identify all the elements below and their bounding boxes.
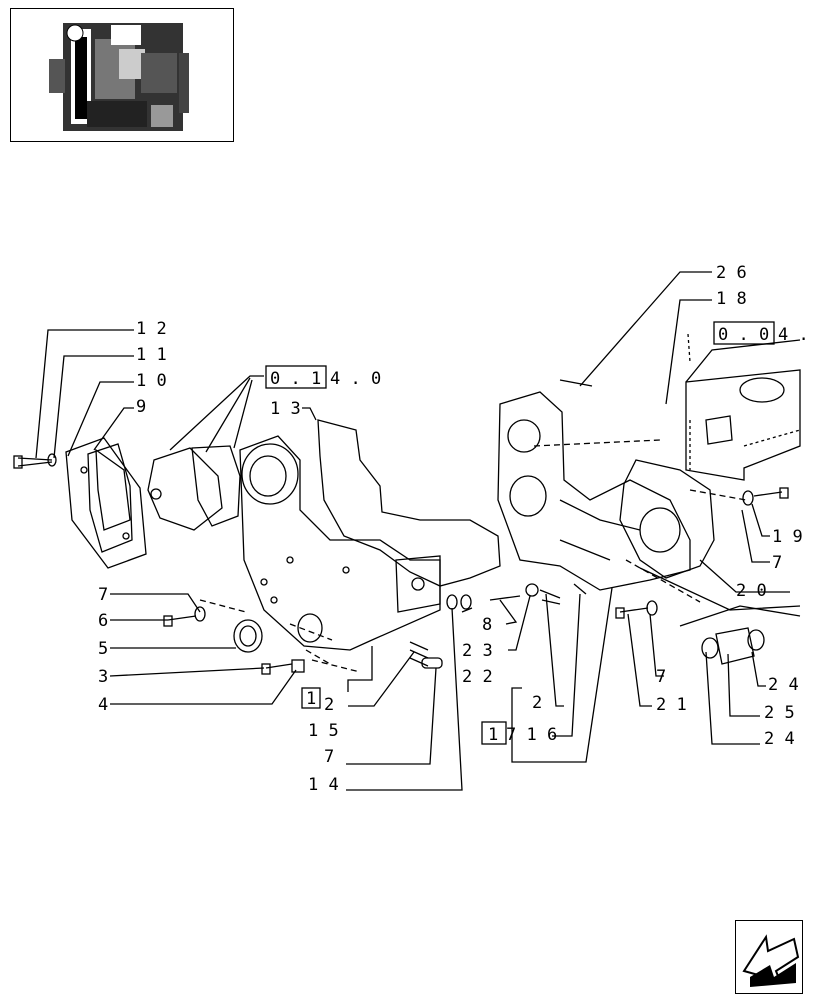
ref-0-14-rest[interactable]: 4 . 0	[330, 369, 381, 389]
ref-0-04-rest[interactable]: 4 .	[778, 325, 809, 345]
callout-14[interactable]: 1 4	[308, 775, 339, 795]
callout-6[interactable]: 6	[98, 611, 108, 631]
callout-7-left[interactable]: 7	[98, 585, 108, 605]
ref-1-2-boxed[interactable]: 1	[306, 689, 316, 709]
engine-thumbnail[interactable]	[10, 8, 234, 142]
callout-3[interactable]: 3	[98, 667, 108, 687]
callout-8[interactable]: 8	[482, 615, 492, 635]
callout-5[interactable]: 5	[98, 639, 108, 659]
ref-1-2-rest[interactable]: 2	[324, 695, 334, 715]
engine-block-part	[685, 339, 801, 481]
cover-plate-part	[65, 437, 147, 569]
callout-20[interactable]: 2 0	[736, 581, 767, 601]
callout-24-top[interactable]: 2 4	[768, 675, 799, 695]
callout-21[interactable]: 2 1	[656, 695, 687, 715]
callout-4[interactable]: 4	[98, 695, 108, 715]
ref-box-0-04	[713, 321, 775, 345]
ref-1-716-rest[interactable]: 7 1 6	[506, 725, 557, 745]
fastener-parts	[13, 379, 801, 675]
rear-plate-part	[497, 391, 691, 591]
previous-page-button[interactable]	[735, 920, 803, 994]
callout-13[interactable]: 1 3	[270, 399, 301, 419]
rear-gasket-part	[619, 459, 715, 579]
callout-12[interactable]: 1 2	[136, 319, 167, 339]
callout-24-bottom[interactable]: 2 4	[764, 729, 795, 749]
callout-18[interactable]: 1 8	[716, 289, 747, 309]
ref-box-1-a	[301, 687, 321, 709]
callout-25[interactable]: 2 5	[764, 703, 795, 723]
callout-2-right[interactable]: 2	[532, 693, 542, 713]
ref-box-1-b	[481, 721, 507, 745]
callout-23[interactable]: 2 3	[462, 641, 493, 661]
ref-box-0-14	[265, 365, 327, 389]
leader-lines	[35, 271, 801, 791]
callout-15[interactable]: 1 5	[308, 721, 339, 741]
ref-1-716-boxed[interactable]: 1	[488, 725, 498, 745]
gasket-rings-part	[147, 445, 241, 531]
ref-0-04-boxed[interactable]: 0 . 0	[718, 325, 769, 345]
previous-page-arrow-icon	[742, 934, 800, 987]
callout-7-bottom[interactable]: 7	[324, 747, 334, 767]
callout-26[interactable]: 2 6	[716, 263, 747, 283]
ref-0-14-boxed[interactable]: 0 . 1	[270, 369, 321, 389]
callout-9[interactable]: 9	[136, 397, 146, 417]
callout-19[interactable]: 1 9	[772, 527, 803, 547]
callout-22[interactable]: 2 2	[462, 667, 493, 687]
callout-7-mid[interactable]: 7	[656, 667, 666, 687]
engine-thumbnail-icon	[49, 23, 189, 131]
callout-7-right[interactable]: 7	[772, 553, 782, 573]
callout-10[interactable]: 1 0	[136, 371, 167, 391]
timing-gasket-part	[317, 419, 501, 587]
timing-cover-housing-part	[239, 435, 441, 651]
callout-11[interactable]: 1 1	[136, 345, 167, 365]
